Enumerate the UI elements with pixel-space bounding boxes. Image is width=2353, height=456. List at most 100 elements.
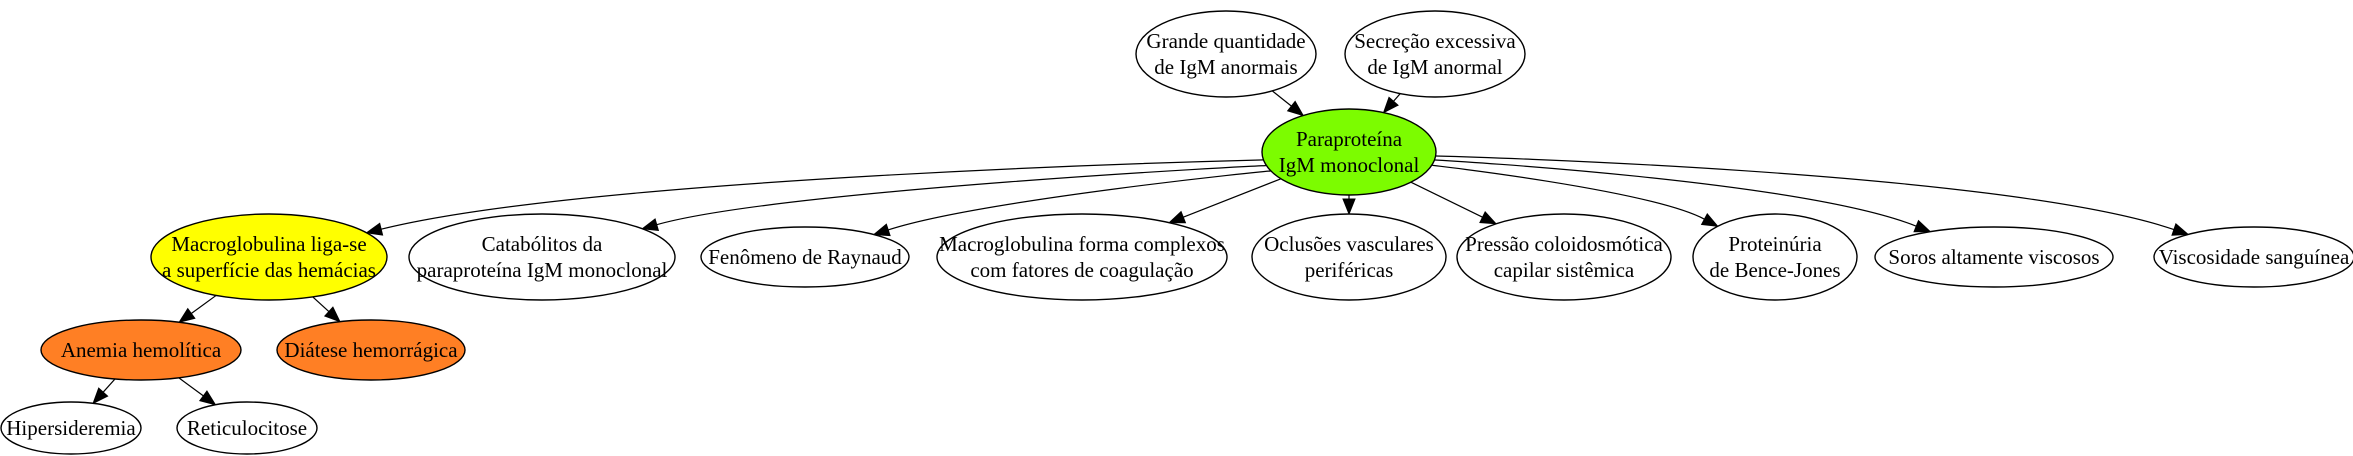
arrowhead-icon — [1479, 210, 1498, 225]
node-label-line: Diátese hemorrágica — [284, 338, 458, 362]
node-label-line: de IgM anormais — [1154, 55, 1297, 79]
edge-line — [1410, 181, 1483, 218]
node-ellipse — [150, 213, 388, 301]
edge-line — [1435, 155, 2175, 231]
edge-line — [381, 159, 1264, 230]
edge-paraproteina-to-macro_complexos — [1168, 178, 1282, 224]
node-macro-liga: Macroglobulina liga-sea superfície das h… — [150, 213, 388, 301]
node-soros: Soros altamente viscosos — [1874, 226, 2114, 288]
node-ellipse — [1456, 213, 1672, 301]
arrowhead-icon — [641, 218, 660, 232]
node-ellipse — [936, 213, 1228, 301]
node-diatese: Diátese hemorrágica — [276, 319, 466, 381]
node-ellipse — [1135, 10, 1317, 98]
node-label-line: paraproteína IgM monoclonal — [417, 258, 668, 282]
edge-line — [178, 377, 204, 397]
arrowhead-icon — [1342, 198, 1356, 216]
edge-paraproteina-to-catabolitos — [641, 164, 1268, 232]
node-label-line: de Bence-Jones — [1709, 258, 1840, 282]
edge-paraproteina-to-oclusoes — [1342, 195, 1356, 216]
edge-grande-to-paraproteina — [1271, 90, 1305, 117]
edge-line — [1434, 159, 1917, 227]
edge-anemia-to-reticulocitose — [178, 377, 217, 406]
node-ellipse — [0, 401, 142, 455]
node-label-line: Proteinúria — [1728, 232, 1822, 256]
arrowhead-icon — [2171, 223, 2190, 236]
node-label-line: Reticulocitose — [187, 416, 307, 440]
node-label-line: capilar sistêmica — [1494, 258, 1635, 282]
edge-line — [656, 164, 1268, 226]
node-anemia: Anemia hemolítica — [40, 319, 242, 381]
node-viscosidade: Viscosidade sanguínea — [2153, 226, 2353, 288]
edge-paraproteina-to-macro_liga — [365, 159, 1264, 236]
arrowhead-icon — [1286, 100, 1305, 117]
edge-line — [102, 378, 116, 393]
edge-paraproteina-to-raynaud — [872, 170, 1272, 237]
edges-layer — [92, 90, 2190, 406]
edge-paraproteina-to-proteinuria — [1431, 164, 1719, 227]
arrowhead-icon — [365, 222, 384, 236]
node-label-line: periféricas — [1305, 258, 1394, 282]
edge-secrecao-to-paraproteina — [1382, 93, 1401, 114]
edge-paraproteina-to-viscosidade — [1435, 155, 2190, 236]
node-hipersideremia: Hipersideremia — [0, 401, 142, 455]
arrowhead-icon — [323, 306, 341, 323]
node-label-line: Macroglobulina forma complexos — [939, 232, 1225, 256]
arrowhead-icon — [872, 223, 891, 237]
edge-line — [1393, 93, 1401, 102]
edge-line — [1271, 90, 1292, 107]
edge-line — [888, 170, 1272, 231]
node-ellipse — [276, 319, 466, 381]
node-ellipse — [1261, 108, 1437, 196]
node-ellipse — [176, 401, 318, 455]
edge-macro_liga-to-anemia — [178, 294, 217, 324]
node-label-line: com fatores de coagulação — [970, 258, 1193, 282]
edge-line — [190, 294, 217, 314]
node-ellipse — [1251, 213, 1447, 301]
node-ellipse — [2153, 226, 2353, 288]
edge-line — [1431, 164, 1705, 220]
arrowhead-icon — [178, 307, 196, 324]
node-label-line: Catabólitos da — [482, 232, 603, 256]
edge-line — [312, 296, 330, 313]
arrowhead-icon — [1700, 213, 1719, 227]
node-label-line: Secreção excessiva — [1354, 29, 1516, 53]
node-ellipse — [700, 226, 910, 288]
node-ellipse — [1344, 10, 1526, 98]
node-label-line: Soros altamente viscosos — [1888, 245, 2099, 269]
arrowhead-icon — [92, 387, 109, 405]
node-label-line: de IgM anormal — [1367, 55, 1502, 79]
edge-anemia-to-hipersideremia — [92, 378, 116, 405]
node-label-line: Paraproteína — [1296, 127, 1403, 151]
node-label-line: Viscosidade sanguínea — [2159, 245, 2350, 269]
arrowhead-icon — [1168, 210, 1187, 224]
arrowhead-icon — [1913, 219, 1932, 233]
node-ellipse — [1874, 226, 2114, 288]
node-ellipse — [40, 319, 242, 381]
edge-line — [1183, 178, 1282, 218]
node-raynaud: Fenômeno de Raynaud — [700, 226, 910, 288]
arrowhead-icon — [1382, 96, 1399, 114]
node-label-line: a superfície das hemácias — [162, 258, 376, 282]
node-label-line: Fenômeno de Raynaud — [708, 245, 902, 269]
node-label-line: Hipersideremia — [6, 416, 136, 440]
node-ellipse — [1692, 213, 1858, 301]
node-label-line: Grande quantidade — [1146, 29, 1305, 53]
node-label-line: Oclusões vasculares — [1264, 232, 1434, 256]
edge-paraproteina-to-pressao — [1410, 181, 1498, 225]
edge-paraproteina-to-soros — [1434, 159, 1932, 233]
node-label-line: Anemia hemolítica — [61, 338, 222, 362]
node-label-line: Pressão coloidosmótica — [1465, 232, 1663, 256]
node-ellipse — [408, 213, 676, 301]
edge-macro_liga-to-diatese — [312, 296, 341, 323]
